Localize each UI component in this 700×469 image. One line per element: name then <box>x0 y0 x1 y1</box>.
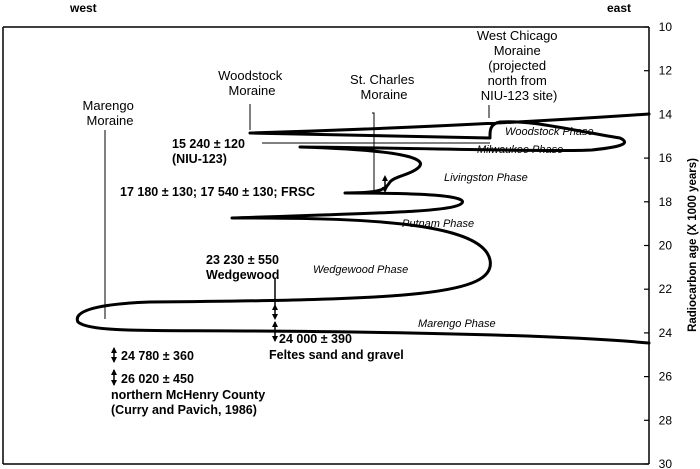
age-axis-tick-label: 10 <box>659 20 673 34</box>
stcharles-moraine-line: St. Charles <box>350 72 415 87</box>
frsc-dates: 17 180 ± 130; 17 540 ± 130; FRSC <box>120 185 315 199</box>
age-axis-tick-labels: 10 12 14 16 18 20 22 24 26 28 30 <box>659 20 673 469</box>
age-axis-tick-label: 16 <box>659 151 673 165</box>
wedgewood-phase-label: Wedgewood Phase <box>313 264 408 276</box>
woodstock-moraine-line: Woodstock <box>218 68 283 83</box>
ice-margin-curve <box>75 112 651 345</box>
wedgewood-date-label: Wedgewood <box>206 268 279 282</box>
age-axis-tick-label: 20 <box>659 239 673 253</box>
wedgewood-date-value: 23 230 ± 550 <box>206 253 279 267</box>
age-axis-tick-label: 24 <box>659 326 673 340</box>
marengo-moraine-label: Marengo Moraine <box>83 98 138 128</box>
age-axis-tick-label: 26 <box>659 370 673 384</box>
niu-date-label: (NIU-123) <box>172 152 227 166</box>
feltes-error-bar <box>272 321 278 342</box>
mchenry-label-1: northern McHenry County <box>111 388 265 402</box>
milwaukee-phase-label: Milwaukee Phase <box>477 144 563 156</box>
age-axis-label: Radiocarbon age (X 1000 years) <box>687 158 699 332</box>
feltes-date-value: 24 000 ± 390 <box>279 332 352 346</box>
woodstock-phase-label: Woodstock Phase <box>505 126 594 138</box>
mchenry-date-2: 26 020 ± 450 <box>121 372 194 386</box>
mchenry-date-1: 24 780 ± 360 <box>121 349 194 363</box>
age-axis-tick-label: 30 <box>659 457 673 469</box>
marengo-moraine-line: Marengo <box>83 98 134 113</box>
woodstock-moraine-line: Moraine <box>229 83 276 98</box>
putnam-phase-label: Putnam Phase <box>402 218 474 230</box>
stcharles-moraine-line: Moraine <box>361 87 408 102</box>
age-axis-tick-label: 22 <box>659 282 673 296</box>
woodstock-moraine-label: Woodstock Moraine <box>218 68 286 98</box>
age-axis-tick-label: 14 <box>659 107 673 121</box>
marengo-phase-label: Marengo Phase <box>418 318 496 330</box>
stcharles-leader <box>345 112 375 194</box>
age-axis-tick-label: 18 <box>659 195 673 209</box>
wedgewood-error-bar <box>272 278 278 320</box>
westchicago-moraine-line: West Chicago <box>477 28 558 43</box>
frsc-error-bar <box>382 175 388 193</box>
stcharles-moraine-label: St. Charles Moraine <box>350 72 418 102</box>
age-axis-tick-label: 28 <box>659 413 673 427</box>
westchicago-moraine-line: Moraine <box>494 43 541 58</box>
westchicago-moraine-label: West Chicago Moraine (projected north fr… <box>477 28 561 103</box>
livingston-phase-label: Livingston Phase <box>444 172 528 184</box>
east-label: east <box>607 1 631 15</box>
feltes-date-label: Feltes sand and gravel <box>269 348 404 362</box>
mchenry-error-bar-2 <box>111 369 117 386</box>
westchicago-moraine-line: (projected <box>488 58 546 73</box>
mchenry-error-bar-1 <box>111 347 117 363</box>
westchicago-moraine-line: NIU-123 site) <box>481 88 558 103</box>
marengo-moraine-line: Moraine <box>87 113 134 128</box>
west-label: west <box>69 1 97 15</box>
age-axis-ticks <box>644 26 649 465</box>
westchicago-moraine-line: north from <box>488 73 547 88</box>
mchenry-label-2: (Curry and Pavich, 1986) <box>111 403 257 417</box>
age-axis-tick-label: 12 <box>659 64 673 78</box>
niu-date-value: 15 240 ± 120 <box>172 137 245 151</box>
